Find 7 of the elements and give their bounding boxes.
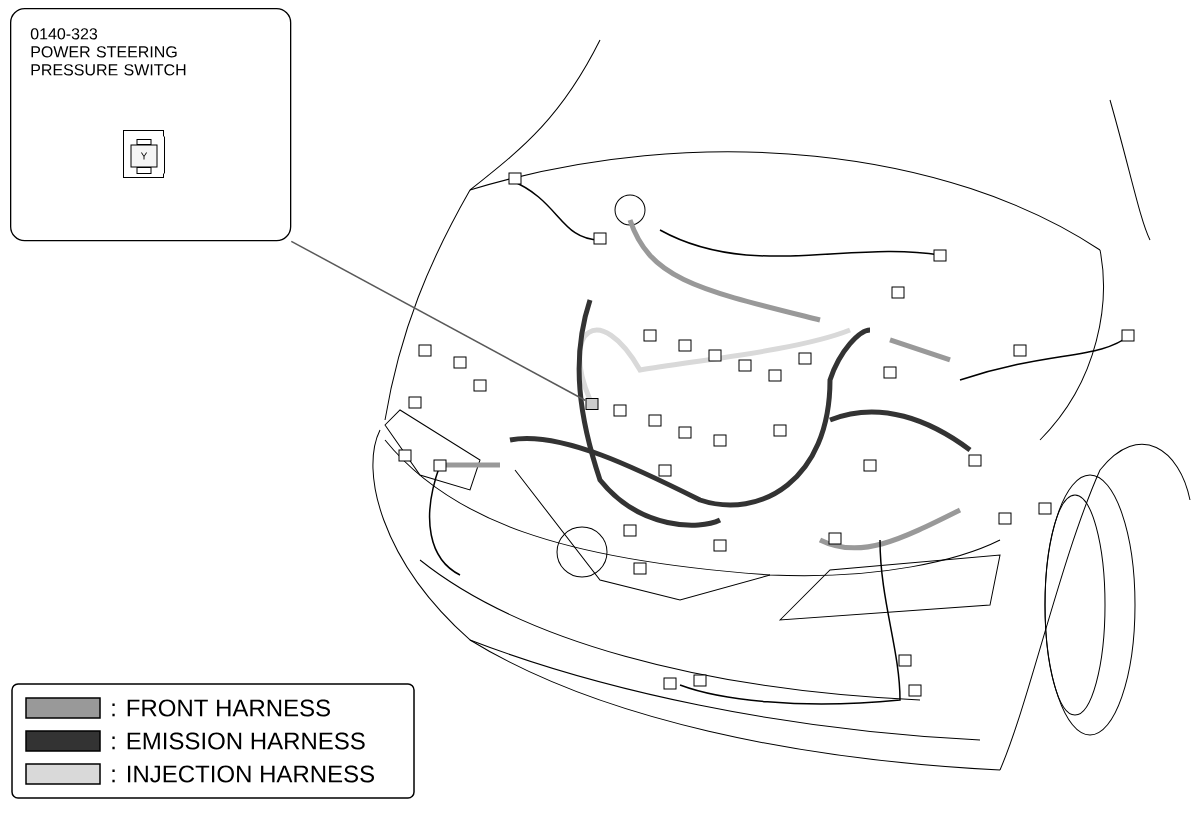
part-name: POWER STEERING PRESSURE SWITCH — [31, 46, 186, 76]
connector-icon — [585, 398, 599, 410]
part-number: 0140-323 — [30, 28, 98, 40]
legend-label: : EMISSION HARNESS — [112, 732, 365, 750]
legend-label: : FRONT HARNESS — [112, 699, 330, 717]
legend-label: : INJECTION HARNESS — [112, 765, 374, 783]
leader-line — [290, 240, 587, 402]
